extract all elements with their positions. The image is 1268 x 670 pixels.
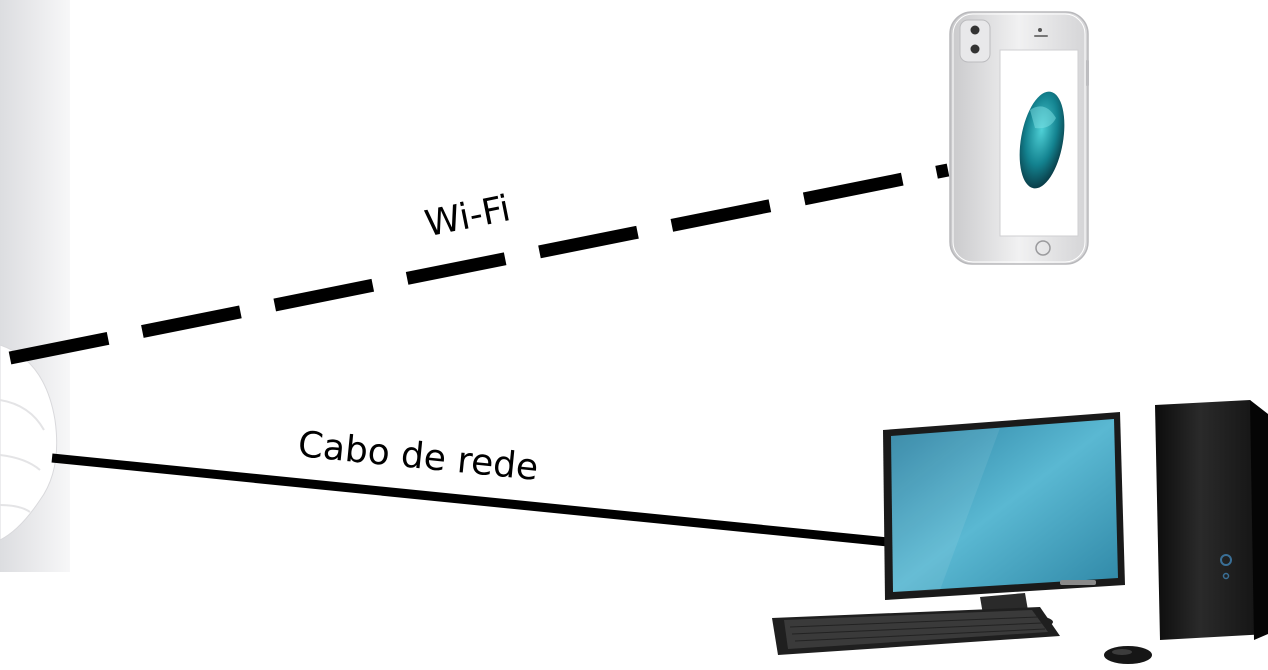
mouse <box>1104 646 1152 664</box>
computer-tower <box>1155 400 1268 640</box>
ethernet-line <box>51 453 889 547</box>
ethernet-label: Cabo de rede <box>296 424 540 489</box>
wifi-label: Wi-Fi <box>422 188 514 245</box>
smartphone-icon <box>949 11 1089 265</box>
desktop-computer-icon <box>772 400 1268 664</box>
router-icon <box>0 0 70 572</box>
monitor <box>883 412 1125 631</box>
ethernet-connection: Cabo de rede <box>51 424 889 547</box>
keyboard <box>772 607 1060 655</box>
wifi-connection: Wi-Fi <box>8 163 950 365</box>
wifi-line <box>8 163 950 365</box>
